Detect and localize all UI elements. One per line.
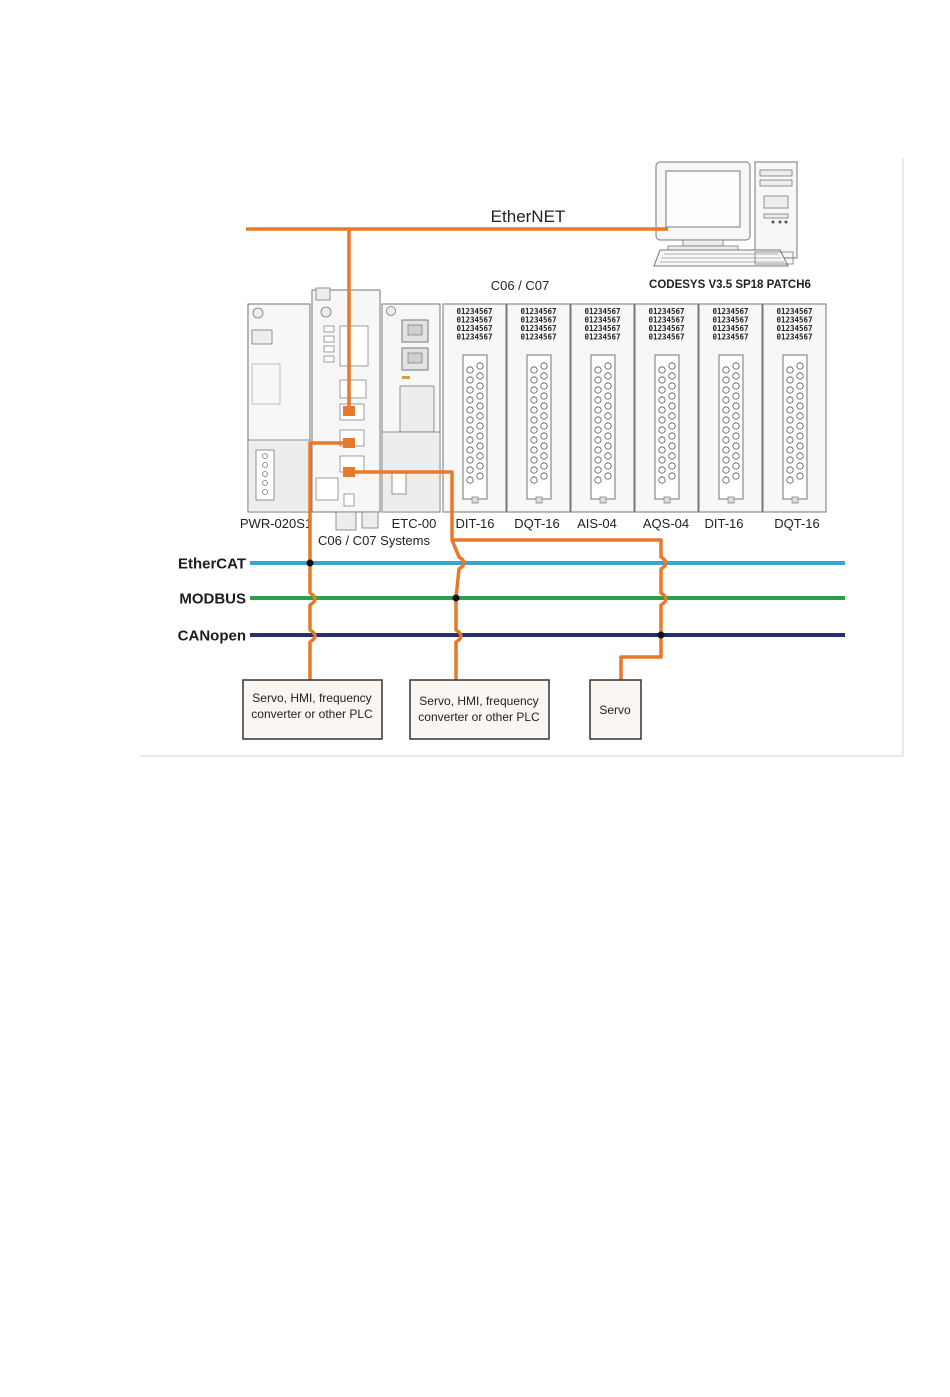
io-channel-digits: 01234567 <box>584 324 620 333</box>
module-label: DIT-16 <box>704 516 743 531</box>
device-2-line2: converter or other PLC <box>418 710 540 724</box>
device-1-line2: converter or other PLC <box>251 707 373 721</box>
module-label: PWR-020S1 <box>240 516 312 531</box>
module-label: ETC-00 <box>392 516 437 531</box>
device-1-line1: Servo, HMI, frequency <box>252 691 371 705</box>
junction-dot <box>452 594 460 602</box>
io-channel-digits: 01234567 <box>584 307 620 316</box>
module-label: DQT-16 <box>774 516 820 531</box>
io-channel-digits: 01234567 <box>648 324 684 333</box>
io-channel-digits: 01234567 <box>776 333 812 342</box>
io-channel-digits: 01234567 <box>776 324 812 333</box>
network-wiring <box>246 227 668 680</box>
io-channel-digits: 01234567 <box>584 316 620 325</box>
device-3-line1: Servo <box>599 703 631 717</box>
io-channel-digits: 01234567 <box>712 333 748 342</box>
system-label: C06 / C07 Systems <box>318 533 430 548</box>
io-channel-digits: 01234567 <box>520 316 556 325</box>
io-channel-digits: 01234567 <box>648 316 684 325</box>
figure-frame <box>140 158 904 757</box>
workstation-computer-icon <box>653 161 798 267</box>
module-label: DIT-16 <box>455 516 494 531</box>
group-label: C06 / C07 <box>491 278 550 293</box>
com-port <box>343 467 355 477</box>
device-2-line1: Servo, HMI, frequency <box>419 694 538 708</box>
io-channel-digits: 01234567 <box>712 307 748 316</box>
ethernet-port <box>343 406 355 416</box>
junction-dot <box>657 631 665 639</box>
io-channel-digits: 01234567 <box>520 324 556 333</box>
io-channel-digits: 01234567 <box>712 324 748 333</box>
module-label: AQS-04 <box>643 516 689 531</box>
io-channel-digits: 01234567 <box>520 333 556 342</box>
io-channel-digits: 01234567 <box>776 307 812 316</box>
io-channel-digits: 01234567 <box>712 316 748 325</box>
bus-canopen: CANopen <box>178 628 845 645</box>
wire-device-3 <box>355 470 668 680</box>
bus-label: MODBUS <box>179 591 246 608</box>
wire-device-1 <box>308 441 343 680</box>
io-channel-digits: 01234567 <box>456 316 492 325</box>
module-label: DQT-16 <box>514 516 560 531</box>
module-labels: PWR-020S1 ETC-00 DIT-16 DQT-16 AIS-04 AQS-04 D… <box>240 516 820 531</box>
io-channel-digits: 01234567 <box>456 333 492 342</box>
ethernet-label: EtherNET <box>491 207 566 226</box>
device-box-2: Servo, HMI, frequency converter or other… <box>409 679 550 740</box>
bus-label: EtherCAT <box>178 556 246 573</box>
io-channel-digits: 01234567 <box>456 324 492 333</box>
bus-modbus: MODBUS <box>179 591 845 608</box>
io-module-group: 0123456701234567012345670123456701234567… <box>442 303 827 513</box>
io-channel-digits: 01234567 <box>584 333 620 342</box>
device-box-1: Servo, HMI, frequency converter or other… <box>242 679 383 740</box>
io-channel-digits: 01234567 <box>520 307 556 316</box>
bus-label: CANopen <box>178 628 246 645</box>
io-channel-digits: 01234567 <box>776 316 812 325</box>
software-label: CODESYS V3.5 SP18 PATCH6 <box>649 279 811 291</box>
plc-rack <box>247 287 441 531</box>
module-label: AIS-04 <box>577 516 617 531</box>
device-box-3: Servo <box>589 679 642 740</box>
field-buses: EtherCAT MODBUS CANopen <box>178 556 845 645</box>
bus-ethercat: EtherCAT <box>178 556 845 573</box>
io-channel-digits: 01234567 <box>648 307 684 316</box>
io-channel-digits: 01234567 <box>648 333 684 342</box>
junction-dot <box>306 559 314 567</box>
io-channel-digits: 01234567 <box>456 307 492 316</box>
ethercat-port <box>343 438 355 448</box>
